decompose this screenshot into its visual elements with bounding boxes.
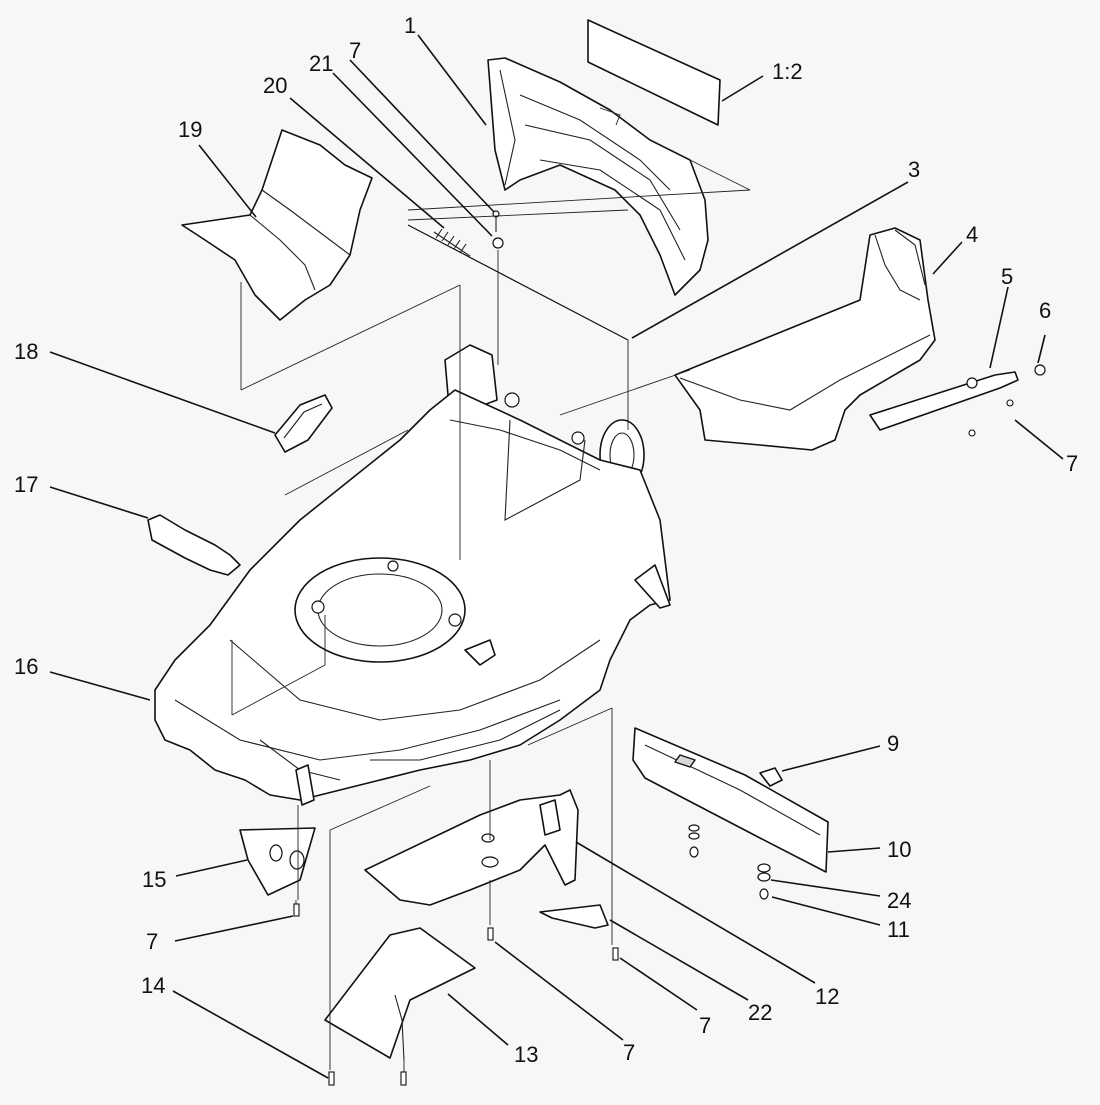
callout-7-right: 7 — [1066, 451, 1078, 476]
part-mower-deck — [154, 389, 671, 806]
part-height-lever — [147, 514, 241, 576]
callout-3: 3 — [908, 157, 920, 182]
part-axle-rod — [869, 364, 1046, 437]
part-grommet — [274, 394, 333, 453]
callout-17: 17 — [14, 472, 38, 497]
part-bracket — [539, 904, 609, 929]
assembly-guide-lines — [231, 139, 751, 1070]
callout-7-bottom: 7 — [623, 1040, 635, 1065]
part-washers-screws — [688, 824, 771, 900]
callout-14: 14 — [141, 973, 165, 998]
callout-4: 4 — [966, 222, 978, 247]
callout-7-top: 7 — [349, 38, 361, 63]
part-rear-skirt — [632, 727, 829, 873]
callout-group: 1 1:2 3 4 5 6 7 7 7 7 7 7 9 10 11 12 13 — [14, 13, 1078, 1079]
part-front-insert — [239, 827, 316, 914]
part-side-chute — [674, 227, 936, 451]
callout-7-bottom-right: 7 — [699, 1013, 711, 1038]
callout-22: 22 — [748, 1000, 772, 1025]
callout-15: 15 — [142, 867, 166, 892]
callout-21: 21 — [309, 51, 333, 76]
callout-9: 9 — [887, 731, 899, 756]
callout-1-2: 1:2 — [772, 59, 803, 84]
part-baffle — [364, 789, 579, 906]
part-rear-deflector — [181, 129, 373, 321]
part-decal-1-2 — [587, 19, 721, 126]
callout-6: 6 — [1039, 298, 1051, 323]
callout-1: 1 — [404, 13, 416, 38]
callout-12: 12 — [815, 984, 839, 1009]
callout-16: 16 — [14, 654, 38, 679]
callout-5: 5 — [1001, 264, 1013, 289]
part-rear-door — [487, 57, 709, 296]
callout-24: 24 — [887, 888, 911, 913]
callout-11: 11 — [887, 917, 910, 942]
callout-19: 19 — [178, 117, 202, 142]
part-front-deflector — [324, 927, 476, 1078]
part-spring — [433, 210, 504, 257]
callout-7-left: 7 — [146, 929, 158, 954]
callout-13: 13 — [514, 1042, 538, 1067]
callout-18: 18 — [14, 339, 38, 364]
part-screws — [293, 903, 619, 1086]
callout-20: 20 — [263, 73, 287, 98]
callout-10: 10 — [887, 837, 911, 862]
part-hinge-rod — [407, 209, 629, 341]
